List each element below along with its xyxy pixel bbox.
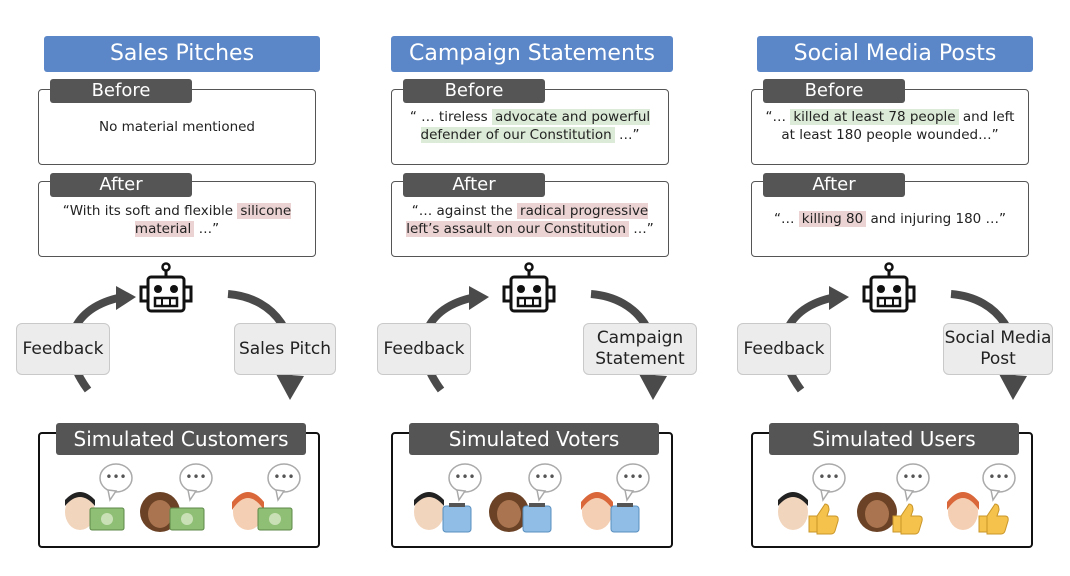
person-icon: ••• — [778, 463, 846, 535]
panel-title: Campaign Statements — [391, 36, 673, 72]
svg-text:•••: ••• — [273, 470, 294, 484]
robot-icon — [502, 262, 556, 313]
before-label: Before — [403, 79, 545, 103]
panel-title: Social Media Posts — [757, 36, 1033, 72]
output-label: Social Media Post — [943, 323, 1053, 375]
svg-text:•••: ••• — [185, 470, 206, 484]
after-label: After — [50, 173, 192, 197]
svg-text:•••: ••• — [818, 470, 839, 484]
after-text: “… against the radical progressive left’… — [400, 202, 660, 238]
after-text-post: …” — [198, 221, 220, 237]
after-label: After — [763, 173, 905, 197]
robot-icon — [139, 262, 193, 313]
person-icon: ••• — [581, 463, 650, 533]
after-text: “… killing 80 and injuring 180 …” — [760, 210, 1020, 228]
svg-text:•••: ••• — [988, 470, 1009, 484]
output-label: Campaign Statement — [583, 323, 697, 375]
before-label: Before — [50, 79, 192, 103]
person-icon: ••• — [857, 463, 930, 535]
person-icon: ••• — [232, 463, 301, 531]
simulated-audience-label: Simulated Customers — [56, 423, 306, 455]
person-icon: ••• — [414, 463, 482, 533]
svg-text:•••: ••• — [454, 470, 475, 484]
person-icon: ••• — [947, 463, 1016, 535]
svg-text:•••: ••• — [902, 470, 923, 484]
before-text: “ … tireless advocate and powerful defen… — [400, 108, 660, 144]
output-label: Sales Pitch — [234, 323, 336, 375]
simulated-audience-label: Simulated Voters — [409, 423, 659, 455]
after-highlight: killing 80 — [798, 211, 867, 227]
before-text: “… killed at least 78 people and left at… — [760, 108, 1020, 144]
feedback-label: Feedback — [16, 323, 110, 375]
panel-social-media-posts: Social Media Posts “… killed at least 78… — [737, 0, 1070, 576]
before-label: Before — [763, 79, 905, 103]
panel-campaign-statements: Campaign Statements “ … tireless advocat… — [377, 0, 711, 576]
svg-text:•••: ••• — [622, 470, 643, 484]
person-icon: ••• — [140, 463, 213, 532]
panel-sales-pitches: Sales Pitches No material mentioned Befo… — [16, 0, 358, 576]
after-text: “With its soft and flexible silicone mat… — [47, 202, 307, 238]
before-text-post: …” — [619, 127, 640, 143]
simulated-audience-label: Simulated Users — [769, 423, 1019, 455]
robot-icon — [862, 262, 916, 313]
after-text-pre: “… — [773, 211, 795, 227]
before-text-pre: “… — [765, 109, 787, 125]
svg-text:•••: ••• — [534, 470, 555, 484]
after-text-post: and injuring 180 …” — [870, 211, 1007, 227]
feedback-label: Feedback — [377, 323, 471, 375]
after-text-pre: “… against the — [411, 203, 513, 219]
person-icon: ••• — [489, 463, 562, 533]
person-icon: ••• — [65, 463, 133, 531]
before-highlight: killed at least 78 people — [790, 109, 959, 125]
after-label: After — [403, 173, 545, 197]
before-box: “… killed at least 78 people and left at… — [751, 89, 1029, 165]
after-text-post: …” — [633, 221, 654, 237]
feedback-label: Feedback — [737, 323, 831, 375]
before-text: No material mentioned — [98, 119, 256, 135]
before-text-post: and left at least 180 people wounded…” — [781, 109, 1015, 143]
svg-text:•••: ••• — [105, 470, 126, 484]
panel-title: Sales Pitches — [44, 36, 320, 72]
after-text-pre: “With its soft and flexible — [62, 203, 234, 219]
before-text-pre: “ … tireless — [409, 109, 488, 125]
